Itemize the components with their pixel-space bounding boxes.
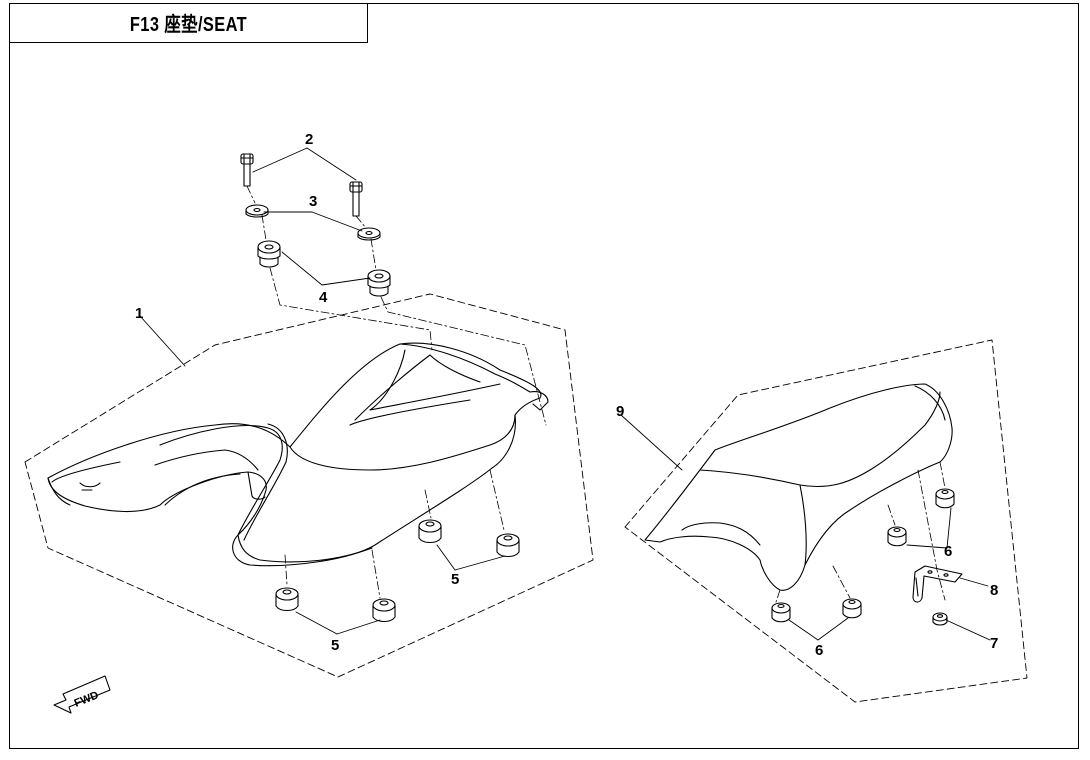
- diagram-title: F13 座垫/SEAT: [129, 14, 247, 36]
- grommet-left: [257, 240, 281, 268]
- title-block: F13 座垫/SEAT: [9, 3, 368, 43]
- fwd-label: FWD: [73, 689, 101, 710]
- cushion-6a: [935, 488, 955, 509]
- callout-8: 8: [990, 582, 998, 599]
- cushion-6d: [842, 598, 862, 619]
- cushion-5c: [275, 587, 299, 612]
- cushion-6c: [771, 602, 791, 623]
- seat-bracket: [912, 565, 963, 603]
- callout-9: 9: [616, 403, 624, 420]
- callout-3: 3: [309, 193, 317, 210]
- bolt-left: [240, 153, 254, 187]
- callout-4: 4: [319, 289, 328, 306]
- bolt-right: [349, 181, 363, 217]
- rear-seat: [644, 383, 953, 591]
- callout-2: 2: [305, 131, 313, 148]
- cushion-5d: [372, 598, 396, 623]
- cushion-5b: [496, 533, 520, 558]
- callout-5-upper: 5: [451, 571, 459, 588]
- drawing-frame: [9, 3, 1079, 749]
- rear-seat-boundary: [624, 339, 1028, 703]
- callout-6-lower: 6: [815, 642, 823, 659]
- nut: [932, 612, 948, 626]
- washer-left: [245, 204, 269, 218]
- cushion-6b: [887, 526, 907, 547]
- callout-1: 1: [135, 305, 143, 322]
- assembly-centerlines: [246, 185, 946, 603]
- washer-right: [357, 227, 381, 241]
- fwd-arrow-icon: FWD: [53, 675, 111, 714]
- callout-7: 7: [990, 635, 998, 652]
- front-seat: [47, 342, 549, 567]
- grommet-right: [367, 269, 391, 297]
- callout-5-lower: 5: [331, 637, 339, 654]
- leader-lines: [139, 147, 991, 641]
- cushion-5a: [418, 519, 442, 544]
- callout-6-upper: 6: [944, 543, 952, 560]
- front-seat-boundary: [24, 293, 594, 678]
